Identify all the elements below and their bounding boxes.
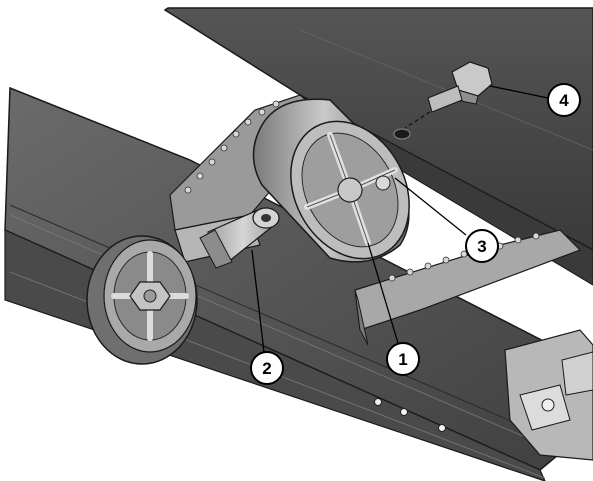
leader-4 (489, 85, 549, 99)
leader-3 (394, 177, 467, 236)
callout-3: 3 (465, 229, 499, 263)
conveyor-slat-lower (354, 229, 582, 346)
side-bracket (504, 329, 593, 461)
shaft-bushing (199, 207, 280, 269)
callout-4: 4 (547, 83, 581, 117)
callout-1: 1 (386, 342, 420, 376)
callout-2-label: 2 (262, 359, 271, 378)
drive-roller (252, 98, 410, 263)
leader-1 (367, 242, 399, 344)
callout-4-label: 4 (559, 91, 569, 110)
hex-bolt (404, 61, 493, 129)
callout-3-label: 3 (477, 237, 486, 256)
callout-2: 2 (250, 351, 284, 385)
callout-1-label: 1 (398, 350, 407, 369)
idler-wheel (86, 235, 198, 365)
leader-lines (251, 85, 549, 353)
leader-2 (251, 249, 265, 353)
